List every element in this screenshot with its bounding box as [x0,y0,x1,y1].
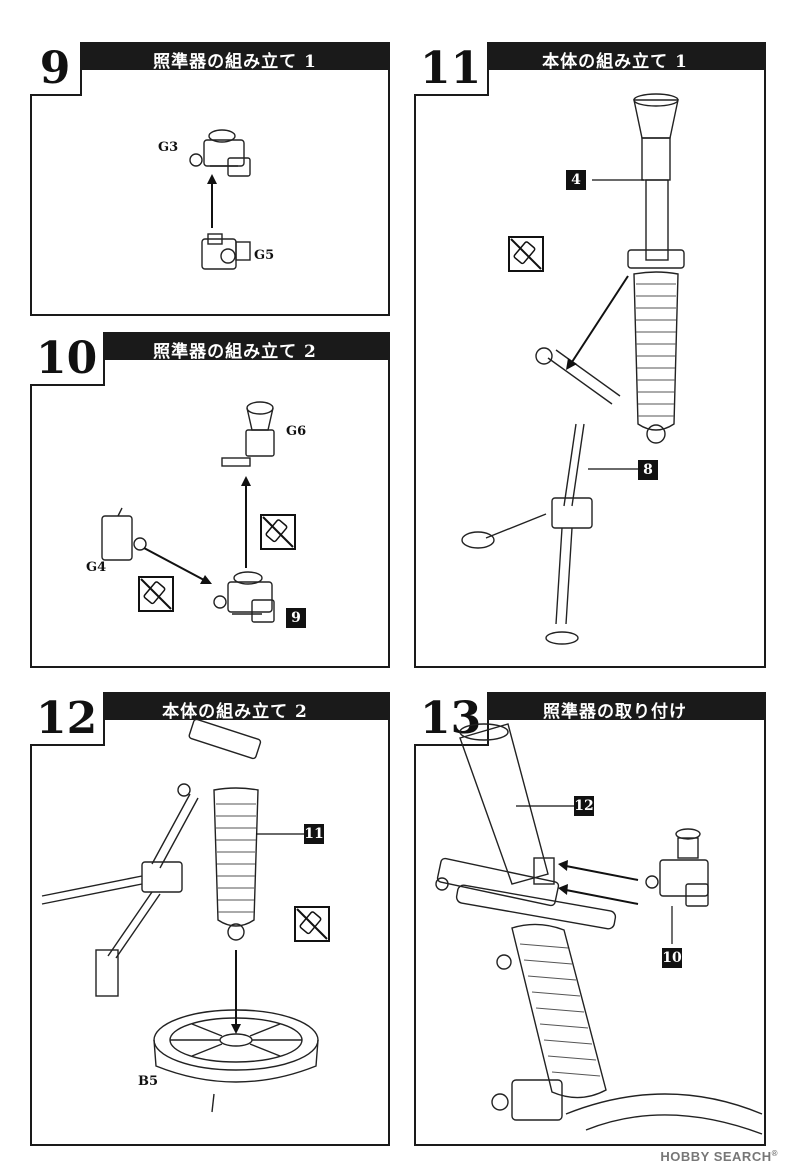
no-cement-icon [508,236,544,272]
step-13-title: 照準器の取り付け [543,702,687,722]
no-cement-icon [260,514,296,550]
part-label-g5: G5 [254,248,275,263]
step-9-titlebar: 照準器の組み立て 1 [32,44,388,72]
step-11-number: 11 [414,42,490,96]
part-label-g6: G6 [286,424,307,439]
no-cement-icon [138,576,174,612]
watermark-registered-mark: ® [771,1149,778,1158]
step-12-panel: 本体の組み立て 2 12 [30,692,390,1146]
ref-step-9: 9 [286,608,306,628]
part-label-b5: B5 [138,1074,159,1089]
step-9-illustration [189,129,251,270]
hobby-search-watermark: HOBBY SEARCH® [660,1149,778,1164]
no-cement-icon [294,906,330,942]
step-11-panel: 本体の組み立て 1 11 [414,42,766,668]
ref-step-10: 10 [662,948,682,968]
step-9-panel: 照準器の組み立て 1 9 G3 G5 [30,42,390,316]
step-13-panel: 照準器の取り付け 13 [414,692,766,1146]
part-label-g3: G3 [158,140,179,155]
ref-part-4: 4 [566,170,586,190]
step-11-title: 本体の組み立て 1 [542,52,688,72]
ref-part-8: 8 [638,460,658,480]
ref-step-11: 11 [304,824,324,844]
step-13-illustration [435,723,763,1135]
step-10-number: 10 [30,332,106,386]
watermark-brand: HOBBY SEARCH [660,1149,772,1164]
step-12-illustration [41,718,319,1113]
part-label-g4: G4 [86,560,107,575]
step-9-title: 照準器の組み立て 1 [153,52,317,72]
step-9-number: 9 [30,42,82,96]
step-10-panel: 照準器の組み立て 2 10 G6 G4 9 [30,332,390,668]
ref-step-12: 12 [574,796,594,816]
step-12-title: 本体の組み立て 2 [162,702,308,722]
step-12-number: 12 [30,692,106,746]
step-10-illustration [101,401,275,623]
step-11-illustration [461,93,685,645]
step-10-title: 照準器の組み立て 2 [153,342,317,362]
